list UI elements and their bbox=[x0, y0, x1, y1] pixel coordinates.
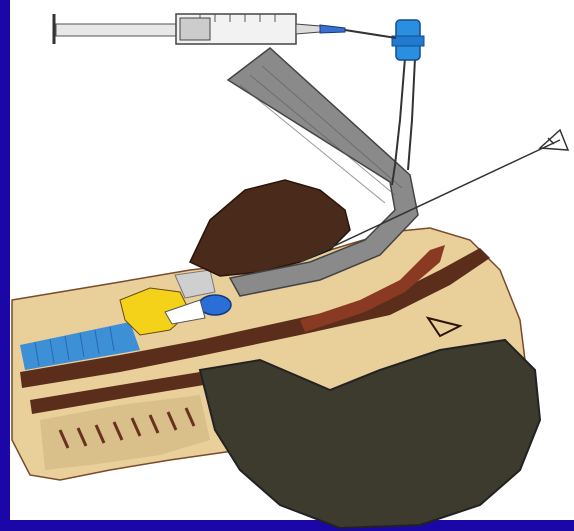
pilot-valve-cap bbox=[392, 36, 424, 46]
inflation-line-2 bbox=[408, 58, 415, 170]
syringe bbox=[54, 14, 396, 44]
